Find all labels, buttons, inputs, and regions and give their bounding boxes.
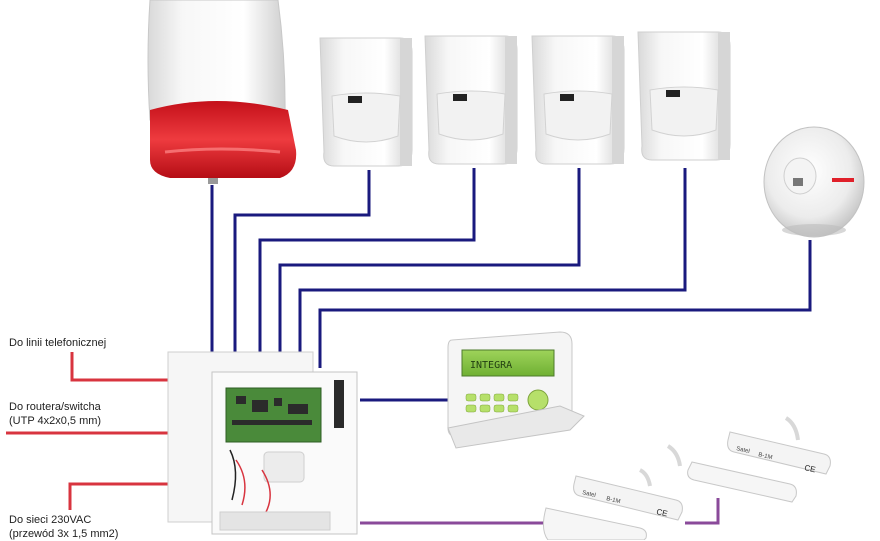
contact-2-ce: CE <box>804 463 817 474</box>
wire-smoke <box>318 240 812 368</box>
wire-pir-1 <box>233 170 371 352</box>
bus-wires <box>210 168 812 402</box>
pir-detector-1 <box>319 37 413 167</box>
contact-2-brand: Satel <box>736 446 751 455</box>
pir-detector-2 <box>424 35 518 165</box>
wire-power <box>68 482 168 510</box>
contact-1-model: B-1M <box>606 496 621 505</box>
wire-pir-4 <box>298 168 687 352</box>
power-line-text-1: Do sieci 230VAC <box>9 514 92 526</box>
router-line-label: Do routera/switcha (UTP 4x2x0,5 mm) <box>9 400 101 428</box>
router-line-text-2: (UTP 4x2x0,5 mm) <box>9 415 102 427</box>
external-wires <box>6 352 170 510</box>
smoke-detector <box>763 126 865 238</box>
pir-detector-4 <box>637 31 731 161</box>
wire-pir-2 <box>258 168 476 352</box>
magnetic-contact-2: Satel B-1M CE <box>666 416 831 503</box>
router-line-text-1: Do routera/switcha <box>9 401 101 413</box>
power-line-label: Do sieci 230VAC (przewód 3x 1,5 mm2) <box>9 513 118 541</box>
contact-1-brand: Satel <box>582 490 597 499</box>
phone-line-text: Do linii telefonicznej <box>9 337 107 349</box>
wire-phone <box>70 352 170 382</box>
outdoor-siren <box>147 0 297 184</box>
pir-detector-3 <box>531 35 625 165</box>
wire-pir-3 <box>278 168 581 352</box>
lcd-keypad: INTEGRA <box>447 331 585 449</box>
keypad-display-text: INTEGRA <box>470 360 512 371</box>
contact-wires <box>360 498 720 525</box>
power-line-text-2: (przewód 3x 1,5 mm2) <box>9 528 119 540</box>
phone-line-label: Do linii telefonicznej <box>9 336 106 350</box>
wire-contact-link <box>685 498 720 525</box>
contact-2-model: B-1M <box>758 452 773 461</box>
contact-1-ce: CE <box>656 507 669 518</box>
magnetic-contact-1: Satel B-1M CE <box>542 468 683 540</box>
control-panel <box>167 351 358 535</box>
